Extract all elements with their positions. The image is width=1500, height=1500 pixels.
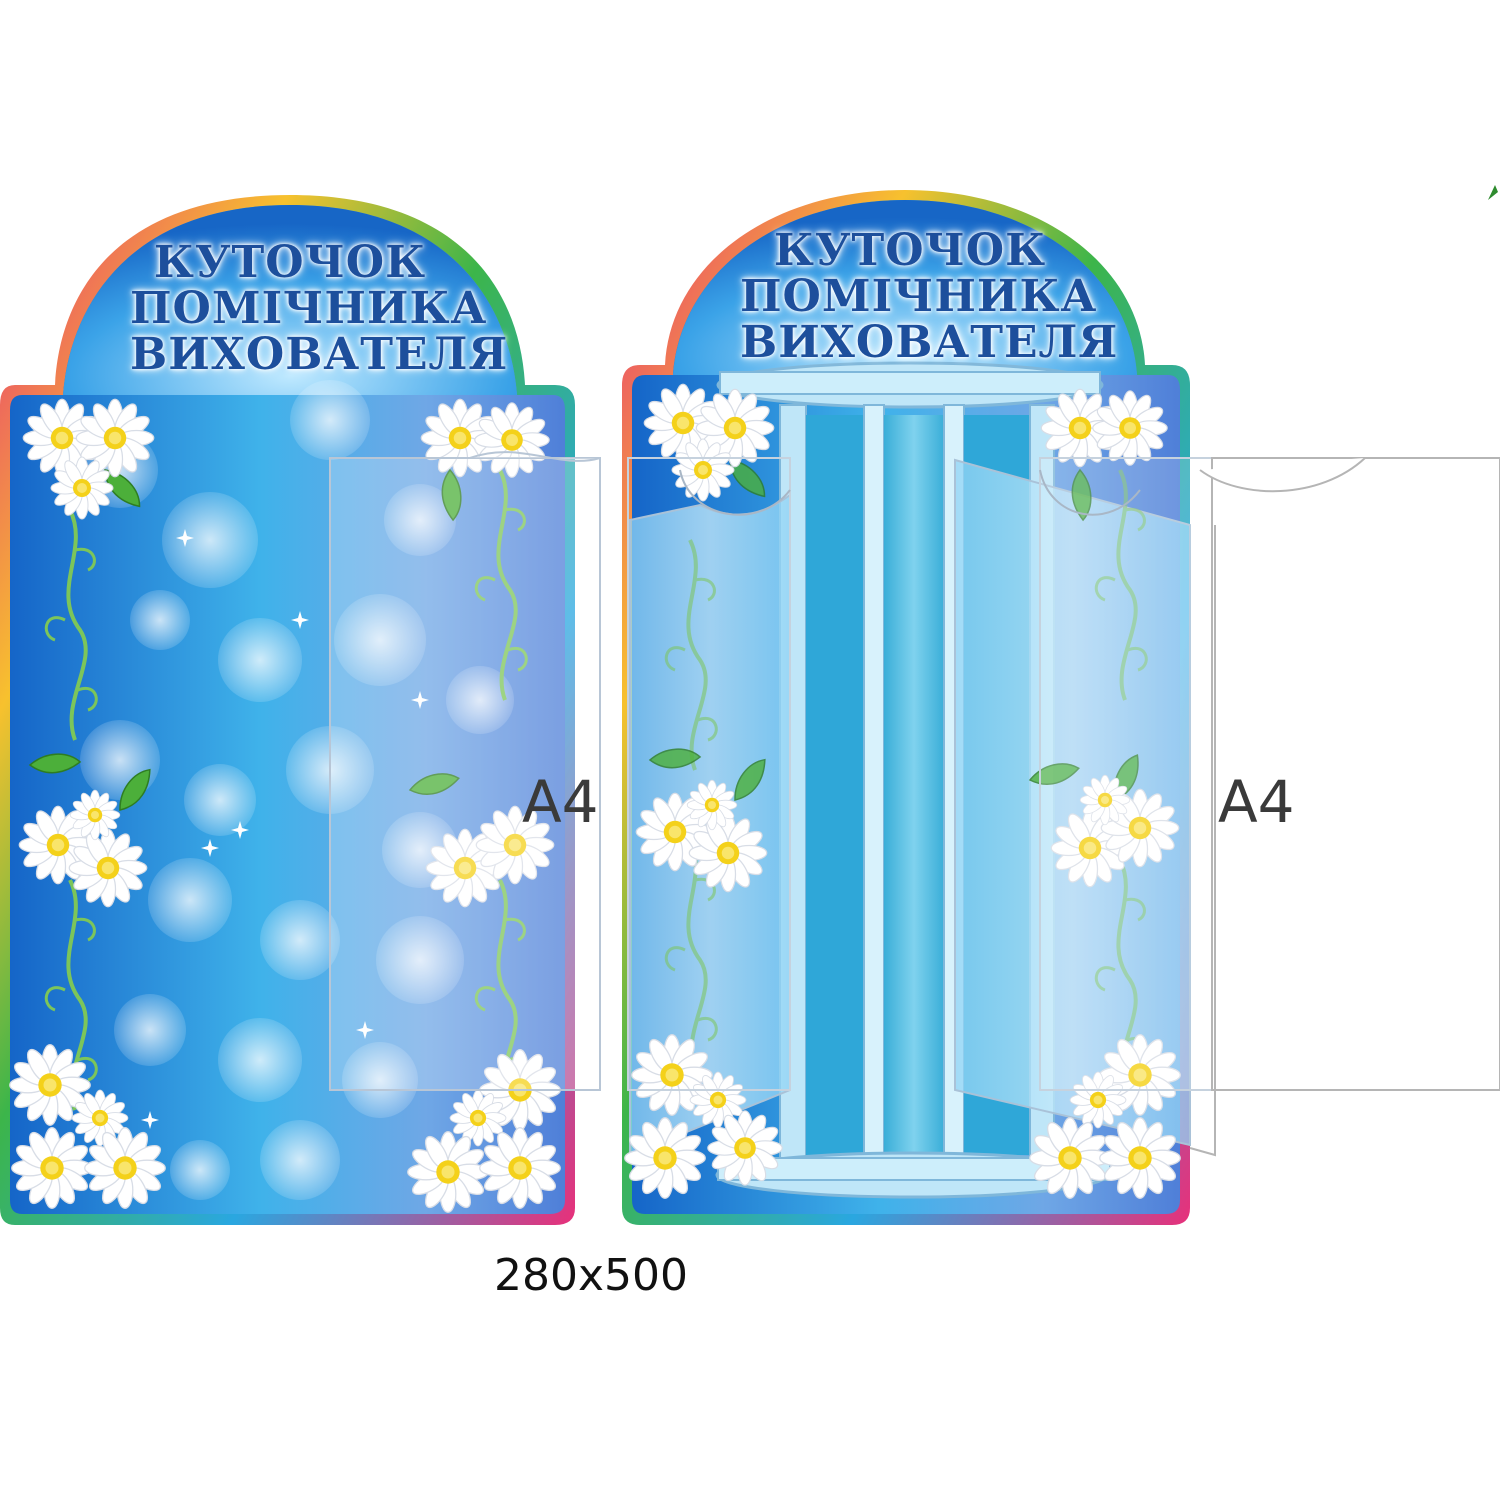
board-left <box>0 195 601 1225</box>
title-line-2: ПОМІЧНИКА <box>130 283 488 334</box>
title-line-1: КУТОЧОК <box>153 237 427 288</box>
a4-pocket <box>1211 457 1500 1091</box>
corner-mark <box>1488 185 1498 200</box>
size-label: 280x500 <box>494 1250 689 1301</box>
pocket-label-right: A4 <box>1218 768 1295 836</box>
board-right <box>622 190 1500 1225</box>
board-right-title: КУТОЧОК ПОМІЧНИКА ВИХОВАТЕЛЯ <box>740 225 1119 368</box>
title-line-1: КУТОЧОК <box>773 225 1047 276</box>
pocket-label-left: A4 <box>522 768 599 836</box>
a4-pocket <box>627 457 791 1091</box>
title-line-2: ПОМІЧНИКА <box>740 271 1098 322</box>
title-line-3: ВИХОВАТЕЛЯ <box>740 317 1119 368</box>
a4-pocket <box>329 457 601 1091</box>
board-left-title: КУТОЧОК ПОМІЧНИКА ВИХОВАТЕЛЯ <box>130 237 509 380</box>
title-line-3: ВИХОВАТЕЛЯ <box>130 329 509 380</box>
